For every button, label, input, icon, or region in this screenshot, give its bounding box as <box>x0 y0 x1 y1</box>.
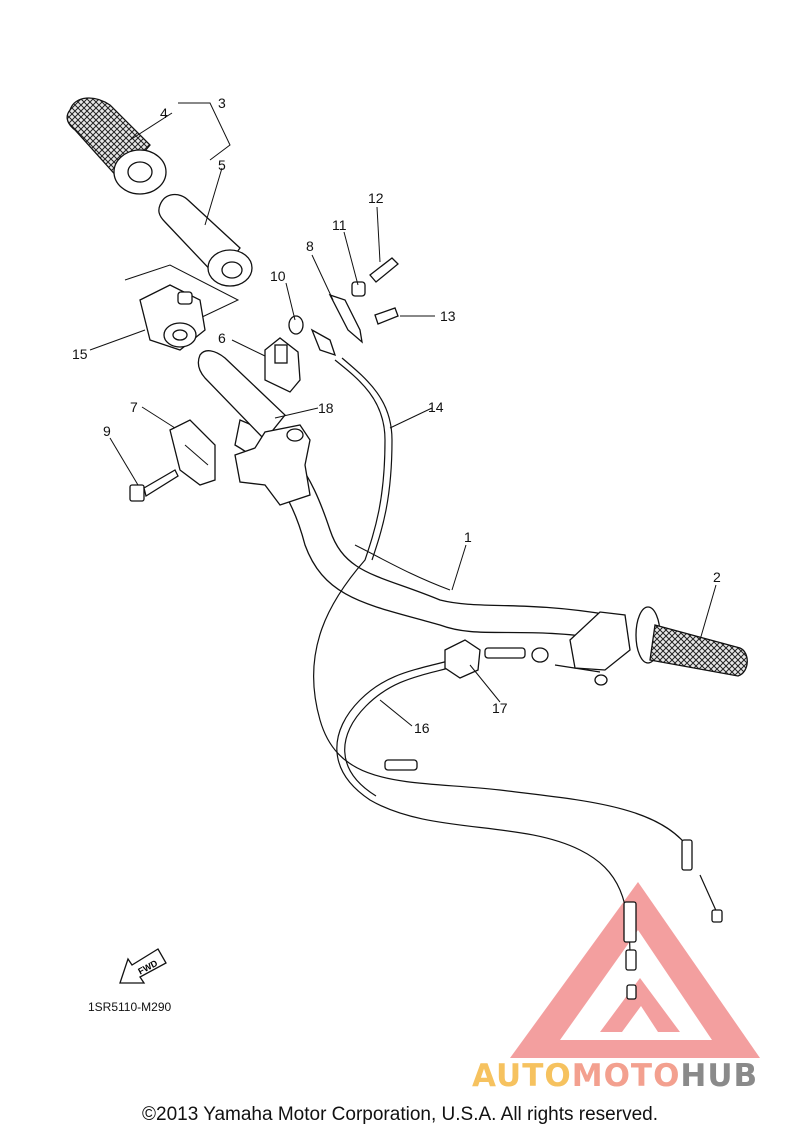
diagram-code: 1SR5110-M290 <box>88 1000 172 1014</box>
handlebar-clamp-cap <box>169 419 216 486</box>
brand-part-2: MOTO <box>571 1058 681 1094</box>
throttle-tube <box>158 193 253 287</box>
clutch-lever-holder <box>554 611 631 686</box>
right-grip <box>635 606 748 677</box>
callout-10: 10 <box>270 268 286 284</box>
callout-numbers: 1 2 3 4 5 6 7 8 9 10 11 12 13 14 15 16 1… <box>72 95 721 736</box>
callout-17: 17 <box>492 700 508 716</box>
callout-9: 9 <box>103 423 111 439</box>
callout-2: 2 <box>713 569 721 585</box>
cable-adjuster <box>444 639 549 679</box>
callout-5: 5 <box>218 157 226 173</box>
callout-4: 4 <box>160 105 168 121</box>
clutch-cable <box>336 654 631 961</box>
lever-bracket <box>234 424 311 506</box>
watermark-brand: AUTOMOTOHUB <box>472 1058 758 1094</box>
callout-7: 7 <box>130 399 138 415</box>
throttle-cable <box>312 359 691 851</box>
callout-8: 8 <box>306 238 314 254</box>
throttle-cable-lower-end <box>384 759 723 923</box>
callout-6: 6 <box>218 330 226 346</box>
leader-lines <box>89 102 717 727</box>
left-grip <box>66 97 167 195</box>
clamp-bolt <box>129 469 179 502</box>
forward-arrow-icon: FWD <box>119 948 167 984</box>
brand-part-3: HUB <box>680 1058 759 1094</box>
brand-part-1: AUTO <box>472 1058 572 1094</box>
callout-15: 15 <box>72 346 88 362</box>
callout-12: 12 <box>368 190 384 206</box>
callout-11: 11 <box>332 217 347 233</box>
callout-16: 16 <box>414 720 430 736</box>
throttle-cable-end-parts <box>288 257 399 357</box>
callout-14: 14 <box>428 399 444 415</box>
handlebar-tube-left <box>197 350 286 441</box>
callout-13: 13 <box>440 308 456 324</box>
throttle-housing <box>124 264 240 351</box>
callout-1: 1 <box>464 529 472 545</box>
callout-3: 3 <box>218 95 226 111</box>
callout-18: 18 <box>318 400 334 416</box>
copyright-notice: ©2013 Yamaha Motor Corporation, U.S.A. A… <box>142 1104 658 1125</box>
clutch-cable-lower-end <box>623 901 637 1000</box>
cable-holder <box>264 337 301 393</box>
